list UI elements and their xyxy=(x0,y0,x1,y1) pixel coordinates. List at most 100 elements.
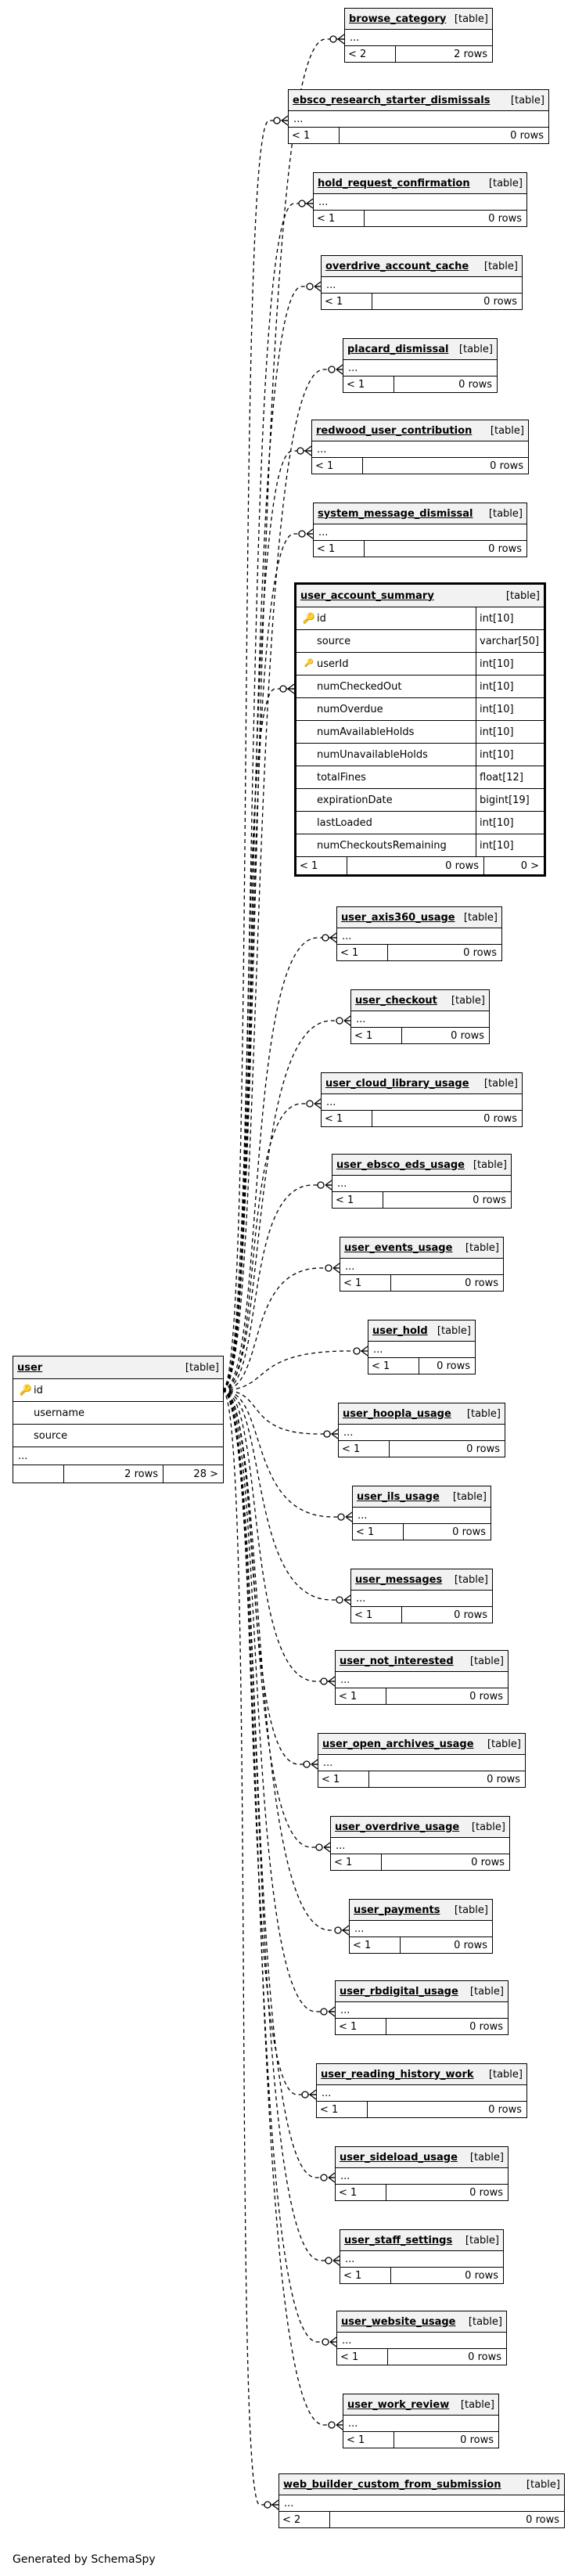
ellipsis-row: ... xyxy=(336,1672,508,1688)
table-type: [table] xyxy=(473,1158,507,1171)
table-name[interactable]: user_hold xyxy=(372,1324,428,1337)
table-name[interactable]: user_open_archives_usage xyxy=(322,1738,474,1750)
table-name[interactable]: user_events_usage xyxy=(344,1241,453,1254)
parents-count[interactable]: < 1 xyxy=(332,1192,383,1208)
parents-count[interactable]: < 1 xyxy=(340,1275,391,1291)
parents-count[interactable]: < 1 xyxy=(289,128,340,143)
footer-left[interactable]: < 1 xyxy=(296,857,347,874)
table-name[interactable]: browse_category xyxy=(349,13,447,25)
parents-count[interactable]: < 1 xyxy=(322,1111,372,1126)
parents-count[interactable]: < 1 xyxy=(337,945,388,960)
parents-count[interactable]: < 2 xyxy=(279,2512,330,2527)
parents-count[interactable]: < 1 xyxy=(336,1688,386,1704)
table-name[interactable]: user_ils_usage xyxy=(357,1490,440,1503)
column-row: username xyxy=(13,1402,223,1425)
parents-count[interactable]: < 1 xyxy=(331,1854,382,1870)
parents-count[interactable]: < 1 xyxy=(350,1937,401,1953)
table-name[interactable]: overdrive_account_cache xyxy=(325,260,469,272)
table-name[interactable]: user_payments xyxy=(354,1904,440,1916)
table-name[interactable]: user_axis360_usage xyxy=(341,911,455,924)
parents-count[interactable]: < 1 xyxy=(336,2019,386,2034)
column-name: username xyxy=(34,1407,84,1419)
table-name[interactable]: web_builder_custom_from_submission xyxy=(283,2478,501,2491)
parents-count[interactable]: < 2 xyxy=(345,46,396,62)
parents-count[interactable]: < 1 xyxy=(317,2102,368,2117)
parents-count[interactable]: < 1 xyxy=(318,1771,369,1787)
column-type: varchar[50] xyxy=(476,630,544,652)
table-name[interactable]: user_staff_settings xyxy=(344,2234,453,2246)
crows-foot-marker xyxy=(320,2006,336,2017)
table-name[interactable]: user_hoopla_usage xyxy=(343,1407,451,1420)
parents-count[interactable]: < 1 xyxy=(314,541,365,557)
parents-count[interactable]: < 1 xyxy=(312,458,363,474)
table-name[interactable]: hold_request_confirmation xyxy=(318,177,470,189)
parents-count[interactable]: < 1 xyxy=(351,1607,402,1623)
key-icon: 🔑 xyxy=(19,1384,33,1396)
table-name[interactable]: user_account_summary xyxy=(300,589,434,602)
table-name[interactable]: user_reading_history_work xyxy=(321,2068,474,2081)
parents-count[interactable]: < 1 xyxy=(337,2349,388,2365)
table-name[interactable]: user_checkout xyxy=(355,994,437,1007)
table-header: user_reading_history_work[table] xyxy=(317,2064,526,2085)
parents-count[interactable]: < 1 xyxy=(340,2268,391,2283)
table-user[interactable]: user [table] 🔑id username source ... 2 r… xyxy=(13,1356,224,1483)
parents-count[interactable]: < 1 xyxy=(353,1524,404,1540)
table-name[interactable]: user_ebsco_eds_usage xyxy=(336,1158,465,1171)
table-web-builder-custom-from-submission[interactable]: web_builder_custom_from_submission[table… xyxy=(279,2473,565,2528)
parents-count[interactable]: < 1 xyxy=(339,1441,390,1457)
table-name[interactable]: redwood_user_contribution xyxy=(316,424,473,437)
table-name[interactable]: user_sideload_usage xyxy=(340,2151,458,2163)
table-ebsco-research-starter-dismissals[interactable]: ebsco_research_starter_dismissals[table]… xyxy=(288,89,549,144)
children-count[interactable]: 0 > xyxy=(520,859,539,872)
table-name[interactable]: user_website_usage xyxy=(341,2315,456,2328)
parents-count[interactable]: < 1 xyxy=(314,211,365,226)
table-name[interactable]: user_messages xyxy=(355,1573,443,1586)
table-name[interactable]: user_overdrive_usage xyxy=(335,1821,460,1833)
table-name[interactable]: ebsco_research_starter_dismissals xyxy=(293,94,491,106)
row-count: 0 rows xyxy=(473,1194,506,1206)
parents-count[interactable]: < 1 xyxy=(343,2432,394,2448)
children-count[interactable]: 28 > xyxy=(193,1468,218,1480)
table-name[interactable]: user_not_interested xyxy=(340,1655,454,1667)
table-name[interactable]: user_work_review xyxy=(347,2398,450,2411)
parents-count[interactable]: < 1 xyxy=(322,294,372,309)
table-name[interactable]: user_cloud_library_usage xyxy=(325,1077,469,1090)
table-name[interactable]: user xyxy=(17,1361,43,1374)
parents-count[interactable]: < 1 xyxy=(336,2185,386,2200)
table-name[interactable]: user_rbdigital_usage xyxy=(340,1985,458,1998)
parents-count[interactable]: < 1 xyxy=(343,376,394,392)
parents-count[interactable]: < 1 xyxy=(368,1358,419,1374)
table-name[interactable]: system_message_dismissal xyxy=(318,507,473,520)
table-name[interactable]: placard_dismissal xyxy=(347,343,449,355)
parents-count[interactable]: < 1 xyxy=(351,1028,402,1043)
